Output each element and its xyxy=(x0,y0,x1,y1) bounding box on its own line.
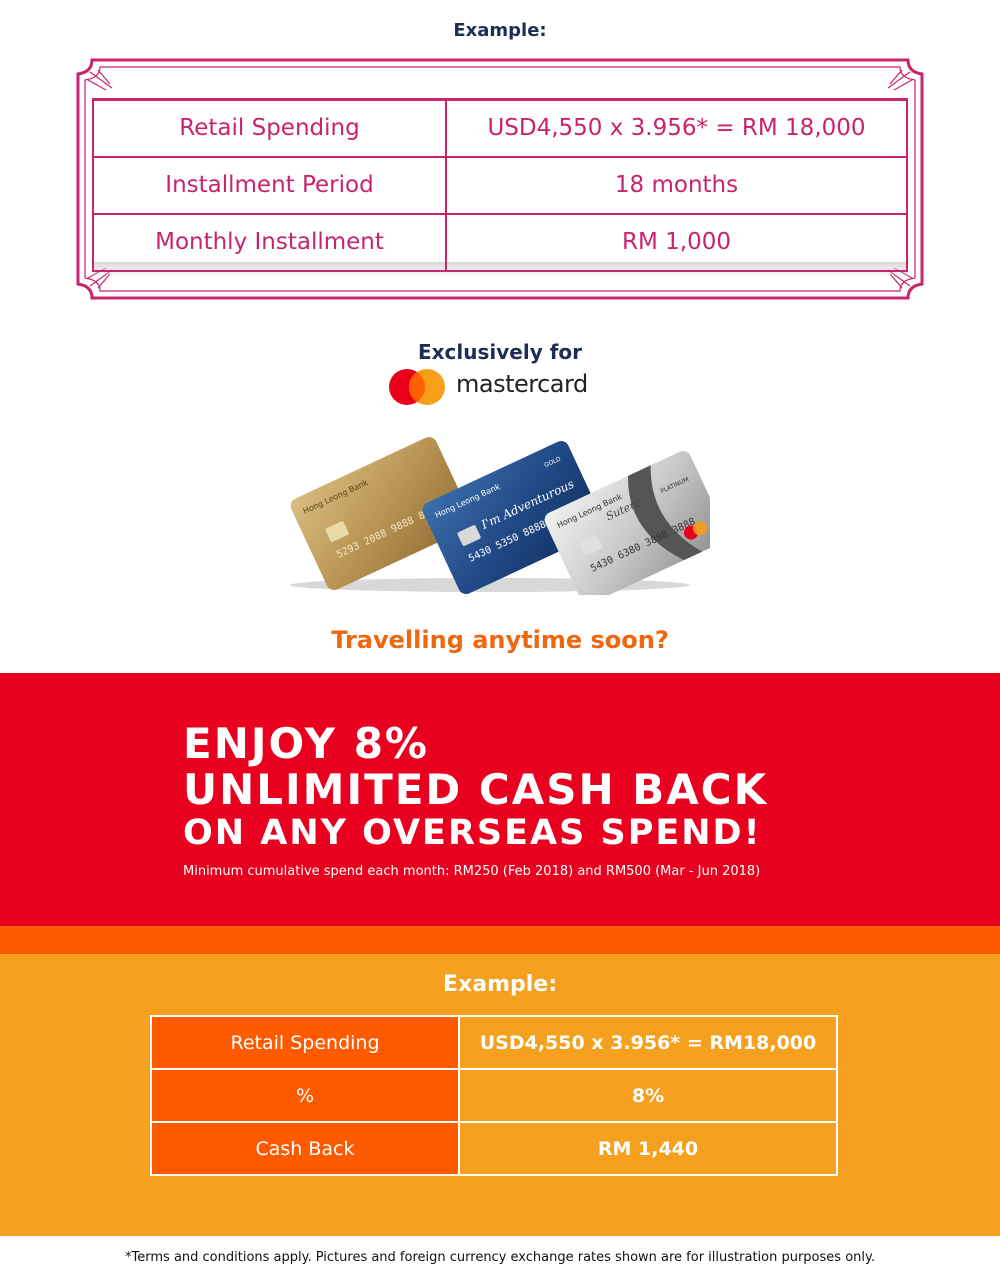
row-value: RM 1,000 xyxy=(445,212,908,272)
mastercard-logo-icon xyxy=(389,369,445,405)
terms-disclaimer: *Terms and conditions apply. Pictures an… xyxy=(125,1250,875,1265)
divider-strip xyxy=(0,926,1000,954)
blue-card: Hong Leong Bank GOLD I'm Adventurous 543… xyxy=(422,441,605,594)
row-value: USD4,550 x 3.956* = RM 18,000 xyxy=(445,98,908,158)
promo-minimum-spend-note: Minimum cumulative spend each month: RM2… xyxy=(183,864,761,879)
promo-line-3: ON ANY OVERSEAS SPEND! xyxy=(183,813,762,853)
example-title-cashback: Example: xyxy=(443,972,557,997)
row-value: 18 months xyxy=(445,155,908,215)
exclusively-for-text: Exclusively for xyxy=(417,340,583,364)
row-value: USD4,550 x 3.956* = RM18,000 xyxy=(458,1015,838,1070)
table-row: Cash Back RM 1,440 xyxy=(150,1121,838,1176)
cashback-example-section: Example: Retail Spending USD4,550 x 3.95… xyxy=(0,954,1000,1236)
row-value: 8% xyxy=(458,1068,838,1123)
promo-line-2: UNLIMITED CASH BACK xyxy=(183,765,769,814)
credit-cards-image: Hong Leong Bank 5293 2088 9888 8888 Hong… xyxy=(290,437,710,595)
row-label: Cash Back xyxy=(150,1121,460,1176)
row-value: RM 1,440 xyxy=(458,1121,838,1176)
promo-line-1: ENJOY 8% xyxy=(183,719,430,768)
cashback-example-table: Retail Spending USD4,550 x 3.956* = RM18… xyxy=(150,1015,838,1176)
installment-example-table: Retail Spending USD4,550 x 3.956* = RM 1… xyxy=(92,98,908,272)
travelling-headline: Travelling anytime soon? xyxy=(331,626,669,654)
table-row: Retail Spending USD4,550 x 3.956* = RM18… xyxy=(150,1015,838,1070)
table-row: % 8% xyxy=(150,1068,838,1123)
mastercard-wordmark: mastercard xyxy=(456,370,588,398)
row-label: Retail Spending xyxy=(92,98,447,158)
cashback-promo-banner: ENJOY 8% UNLIMITED CASH BACK ON ANY OVER… xyxy=(0,673,1000,926)
mastercard-brand: mastercard xyxy=(388,368,598,408)
example-title-installment: Example: xyxy=(453,20,547,41)
table-row: Monthly Installment RM 1,000 xyxy=(92,212,908,272)
row-label: % xyxy=(150,1068,460,1123)
row-label: Monthly Installment xyxy=(92,212,447,272)
gold-card: Hong Leong Bank 5293 2088 9888 8888 xyxy=(290,437,473,590)
table-row: Retail Spending USD4,550 x 3.956* = RM 1… xyxy=(92,98,908,158)
table-row: Installment Period 18 months xyxy=(92,155,908,215)
row-label: Retail Spending xyxy=(150,1015,460,1070)
row-label: Installment Period xyxy=(92,155,447,215)
